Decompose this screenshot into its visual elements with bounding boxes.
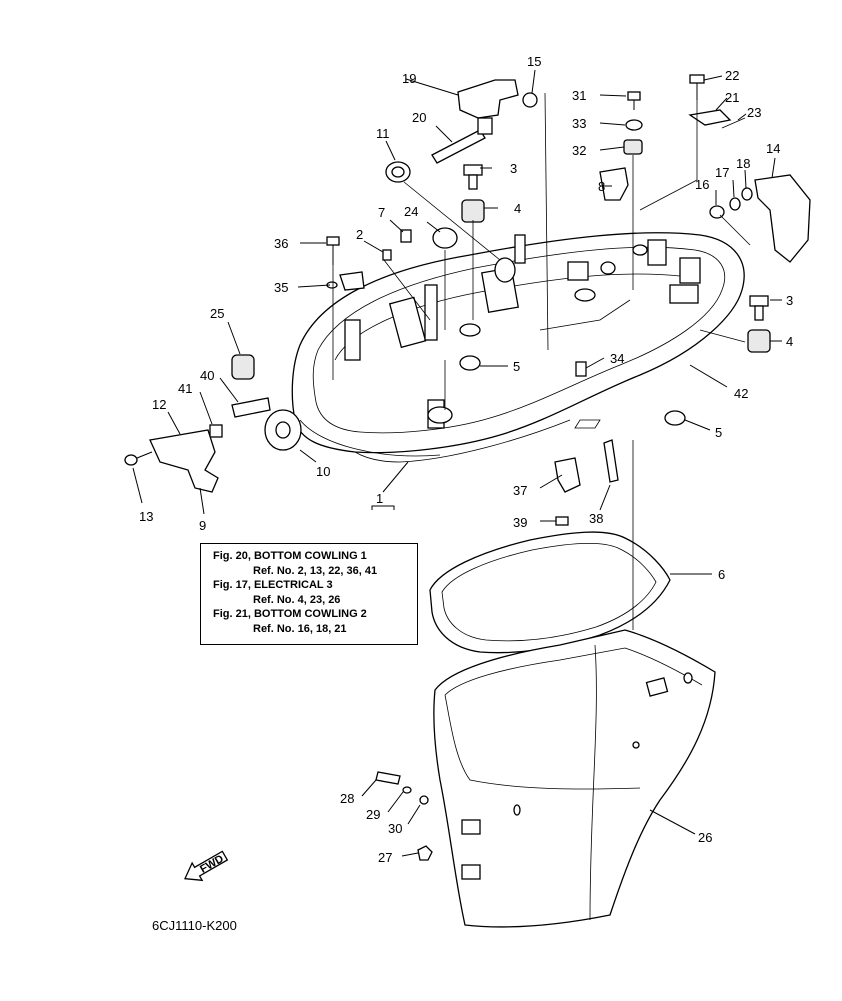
callout-3-right: 3 <box>786 293 793 308</box>
callout-7: 7 <box>378 205 385 220</box>
bottom-cowling-tray <box>291 232 745 463</box>
callout-40: 40 <box>200 368 214 383</box>
diagram-code: 6CJ1110-K200 <box>152 918 237 933</box>
callout-35: 35 <box>274 280 288 295</box>
callout-41: 41 <box>178 381 192 396</box>
callout-22: 22 <box>725 68 739 83</box>
callout-9: 9 <box>199 518 206 533</box>
small-parts <box>124 74 811 861</box>
callout-numbers: 1 2 3 3 4 4 5 5 6 7 8 9 10 11 12 13 14 1… <box>139 54 793 865</box>
callout-5-right: 5 <box>715 425 722 440</box>
callout-21: 21 <box>725 90 739 105</box>
ref-line-fig21-numbers: Ref. No. 16, 18, 21 <box>253 622 347 635</box>
callout-42: 42 <box>734 386 748 401</box>
leader-lines <box>132 69 782 857</box>
ref-line-fig17-numbers: Ref. No. 4, 23, 26 <box>253 593 341 606</box>
callout-12: 12 <box>152 397 166 412</box>
callout-19: 19 <box>402 71 416 86</box>
ref-line-fig17: Fig. 17, ELECTRICAL 3 <box>213 579 333 591</box>
callout-14: 14 <box>766 141 780 156</box>
seal-gasket <box>429 531 671 654</box>
callout-15: 15 <box>527 54 541 69</box>
callout-25: 25 <box>210 306 224 321</box>
callout-39: 39 <box>513 515 527 530</box>
callout-4-right: 4 <box>786 334 793 349</box>
callout-6: 6 <box>718 567 725 582</box>
callout-18: 18 <box>736 156 750 171</box>
fwd-label: FWD <box>198 853 226 876</box>
callout-1: 1 <box>376 491 383 506</box>
callout-13: 13 <box>139 509 153 524</box>
lower-apron <box>433 629 716 928</box>
callout-10: 10 <box>316 464 330 479</box>
callout-38: 38 <box>589 511 603 526</box>
callout-29: 29 <box>366 807 380 822</box>
callout-31: 31 <box>572 88 586 103</box>
callout-20: 20 <box>412 110 426 125</box>
callout-26: 26 <box>698 830 712 845</box>
callout-37: 37 <box>513 483 527 498</box>
callout-36: 36 <box>274 236 288 251</box>
callout-3-top: 3 <box>510 161 517 176</box>
callout-30: 30 <box>388 821 402 836</box>
callout-28: 28 <box>340 791 354 806</box>
callout-17: 17 <box>715 165 729 180</box>
fwd-arrow-icon: FWD <box>184 850 229 882</box>
callout-23: 23 <box>747 105 761 120</box>
callout-16: 16 <box>695 177 709 192</box>
callout-32: 32 <box>572 143 586 158</box>
callout-8: 8 <box>598 179 605 194</box>
callout-33: 33 <box>572 116 586 131</box>
callout-4-top: 4 <box>514 201 521 216</box>
callout-34: 34 <box>610 351 624 366</box>
ref-line-fig20: Fig. 20, BOTTOM COWLING 1 <box>213 550 367 562</box>
callout-2: 2 <box>356 227 363 242</box>
callout-24: 24 <box>404 204 418 219</box>
callout-5-left: 5 <box>513 359 520 374</box>
callout-27: 27 <box>378 850 392 865</box>
ref-line-fig21: Fig. 21, BOTTOM COWLING 2 <box>213 608 367 620</box>
ref-line-fig20-numbers: Ref. No. 2, 13, 22, 36, 41 <box>253 564 378 577</box>
callout-11: 11 <box>376 126 390 141</box>
figure-reference-box: Fig. 20, BOTTOM COWLING 1 Ref. No. 2, 13… <box>200 543 418 645</box>
